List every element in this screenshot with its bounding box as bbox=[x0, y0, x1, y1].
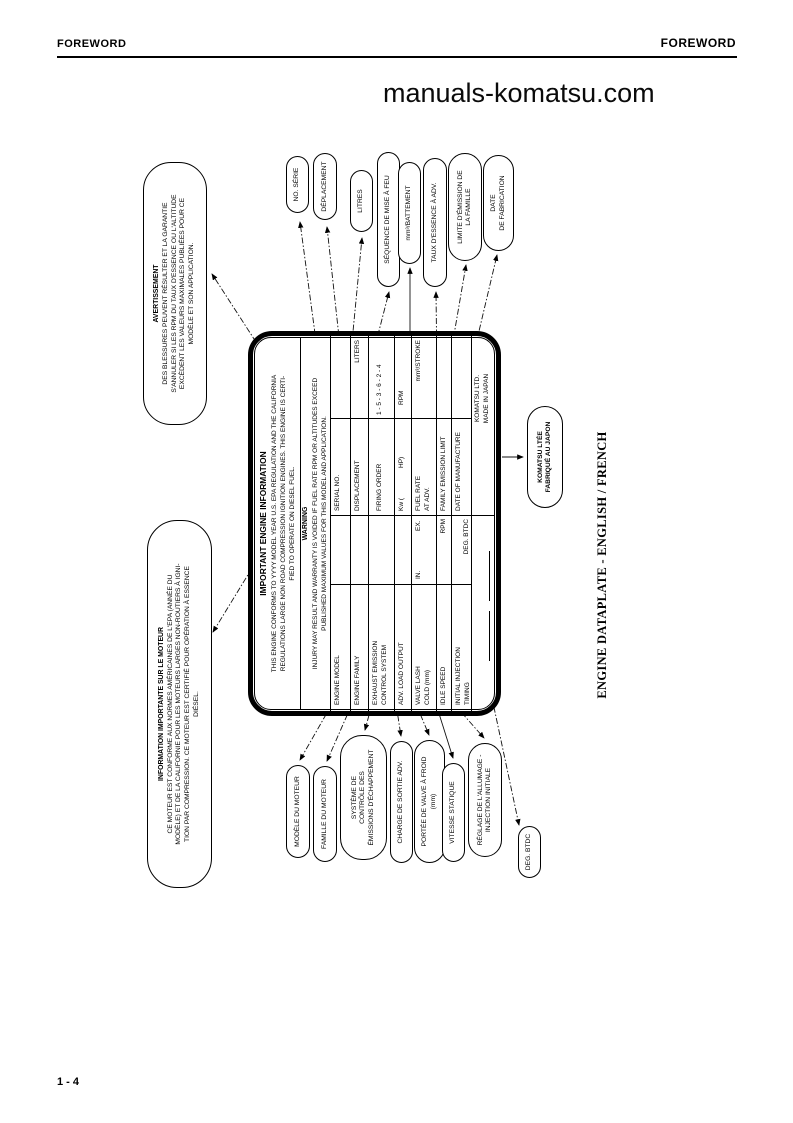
field-date-of-manufacture: DATE OF MANUFACTURE bbox=[455, 432, 462, 511]
callout-no-serie: NO. SÉRIE bbox=[286, 156, 309, 213]
field-in: IN. bbox=[415, 570, 422, 579]
engine-dataplate-diagram: INFORMATION IMPORTANTE SUR LE MOTEUR CE … bbox=[140, 150, 640, 890]
table-line bbox=[451, 336, 452, 711]
plate-warning-body: INJURY MAY RESULT AND WARRANTY IS VOIDED… bbox=[312, 377, 328, 670]
field-adv-load-output: ADV. LOAD OUTPUT bbox=[398, 642, 405, 705]
field-rpm-idle: RPM bbox=[440, 519, 447, 534]
field-ex: EX. bbox=[415, 520, 422, 531]
field-maker: KOMATSU LTD. MADE IN JAPAN bbox=[474, 373, 490, 424]
callout-sequence-mise-a-feu: SÉQUENCE DE MISE À FEU bbox=[377, 152, 400, 287]
callout-taux-essence: TAUX D'ESSENCE À ADV. bbox=[423, 158, 447, 287]
callout-deplacement: DÉPLACEMENT bbox=[313, 153, 337, 220]
blank-line bbox=[489, 611, 490, 661]
callout-vitesse-statique: VITESSE STATIQUE bbox=[442, 763, 465, 862]
table-line bbox=[368, 336, 369, 711]
plate-title: IMPORTANT ENGINE INFORMATION bbox=[258, 451, 268, 596]
table-line bbox=[330, 584, 471, 585]
field-fuel-rate: FUEL RATE AT ADV. bbox=[415, 475, 431, 511]
header-rule bbox=[57, 56, 737, 58]
callout-charge-sortie: CHARGE DE SORTIE ADV. bbox=[390, 741, 413, 863]
header-foreword-right: FOREWORD bbox=[660, 36, 736, 50]
warning-bubble-title: AVERTISSEMENT bbox=[153, 264, 161, 323]
table-line bbox=[411, 336, 412, 711]
field-family-emission-limit: FAMILY EMISSION LIMIT bbox=[440, 436, 447, 511]
field-engine-family: ENGINE FAMILY bbox=[354, 655, 361, 705]
warning-bubble-french: AVERTISSEMENT DES BLESSURES PEUVENT RÉSU… bbox=[143, 162, 207, 425]
table-line bbox=[436, 336, 437, 711]
table-line bbox=[394, 336, 395, 711]
field-engine-model: ENGINE MODEL bbox=[334, 655, 341, 705]
field-deg-btdc: DEG. BTDC bbox=[463, 519, 470, 555]
callout-modele-moteur: MODÈLE DU MOTEUR bbox=[286, 765, 310, 858]
callout-portee-valve: PORTÉE DE VALVE À FROID (mm) bbox=[414, 740, 445, 863]
watermark-text: manuals-komatsu.com bbox=[383, 78, 655, 108]
field-hp: HP) bbox=[398, 456, 405, 468]
table-line bbox=[330, 336, 331, 711]
table-line bbox=[350, 336, 351, 711]
value-firing-order: 1 - 5 - 3 - 6 - 2 - 4 bbox=[376, 364, 383, 415]
callout-reglage-allumage: RÉGLAGE DE L'ALLUMAGE - INJECTION INITIA… bbox=[468, 743, 502, 857]
plate-intro: THIS ENGINE CONFORMS TO YYYY MODEL YEAR … bbox=[271, 374, 296, 673]
callout-litres: LITRES bbox=[350, 170, 373, 232]
field-valve-lash: VALVE LASH COLD (mm) bbox=[415, 666, 431, 705]
field-serial-no: SERIAL NO. bbox=[334, 474, 341, 511]
callout-mm3-battement: mm³/BATTEMENT bbox=[398, 162, 421, 264]
plate-warning-title: WARNING bbox=[302, 506, 309, 541]
callout-deg-btdc: DEG. BTDC bbox=[518, 826, 541, 878]
table-line bbox=[330, 515, 495, 516]
field-initial-injection: INITIAL INJECTION TIMING bbox=[455, 647, 471, 705]
page-number: 1 - 4 bbox=[57, 1076, 80, 1088]
field-rpm: RPM bbox=[398, 390, 405, 405]
callout-komatsu-ltee: KOMATSU LTÉE FABRIQUÉ AU JAPON bbox=[527, 406, 563, 508]
callout-famille-moteur: FAMILLE DU MOTEUR bbox=[313, 766, 337, 862]
warning-bubble-body: DES BLESSURES PEUVENT RÉSULTER ET LA GAR… bbox=[162, 194, 196, 393]
callout-limite-emission: LIMITE D'ÉMISSION DE LA FAMILLE bbox=[448, 153, 482, 261]
info-bubble-title: INFORMATION IMPORTANTE SUR LE MOTEUR bbox=[157, 627, 165, 782]
info-bubble-body: CE MOTEUR EST CONFORME AUX NORMES AMÉRIC… bbox=[166, 563, 200, 845]
diagram-caption: ENGINE DATAPLATE - ENGLISH / FRENCH bbox=[595, 431, 609, 699]
table-line bbox=[330, 418, 471, 419]
field-mm3-stroke: mm³/STROKE bbox=[415, 340, 422, 382]
field-firing-order: FIRING ORDER bbox=[376, 463, 383, 511]
plate-rule bbox=[300, 338, 301, 709]
header-foreword-left: FOREWORD bbox=[57, 38, 127, 50]
field-liters: LITERS bbox=[354, 340, 361, 363]
callout-systeme-emissions: SYSTÈME DE CONTRÔLE DES ÉMISSIONS D'ÉCHA… bbox=[340, 735, 387, 860]
field-idle-speed: IDLE SPEED bbox=[440, 666, 447, 705]
engine-dataplate: IMPORTANT ENGINE INFORMATION THIS ENGINE… bbox=[248, 331, 501, 716]
blank-line bbox=[489, 551, 490, 601]
field-displacement: DISPLACEMENT bbox=[354, 460, 361, 511]
info-bubble-french: INFORMATION IMPORTANTE SUR LE MOTEUR CE … bbox=[147, 520, 212, 888]
callout-date-fabrication: DATE DE FABRICATION bbox=[483, 155, 514, 251]
field-exhaust-emission: EXHAUST EMISSION CONTROL SYSTEM bbox=[372, 640, 388, 705]
field-kw: Kw ( bbox=[398, 498, 405, 511]
